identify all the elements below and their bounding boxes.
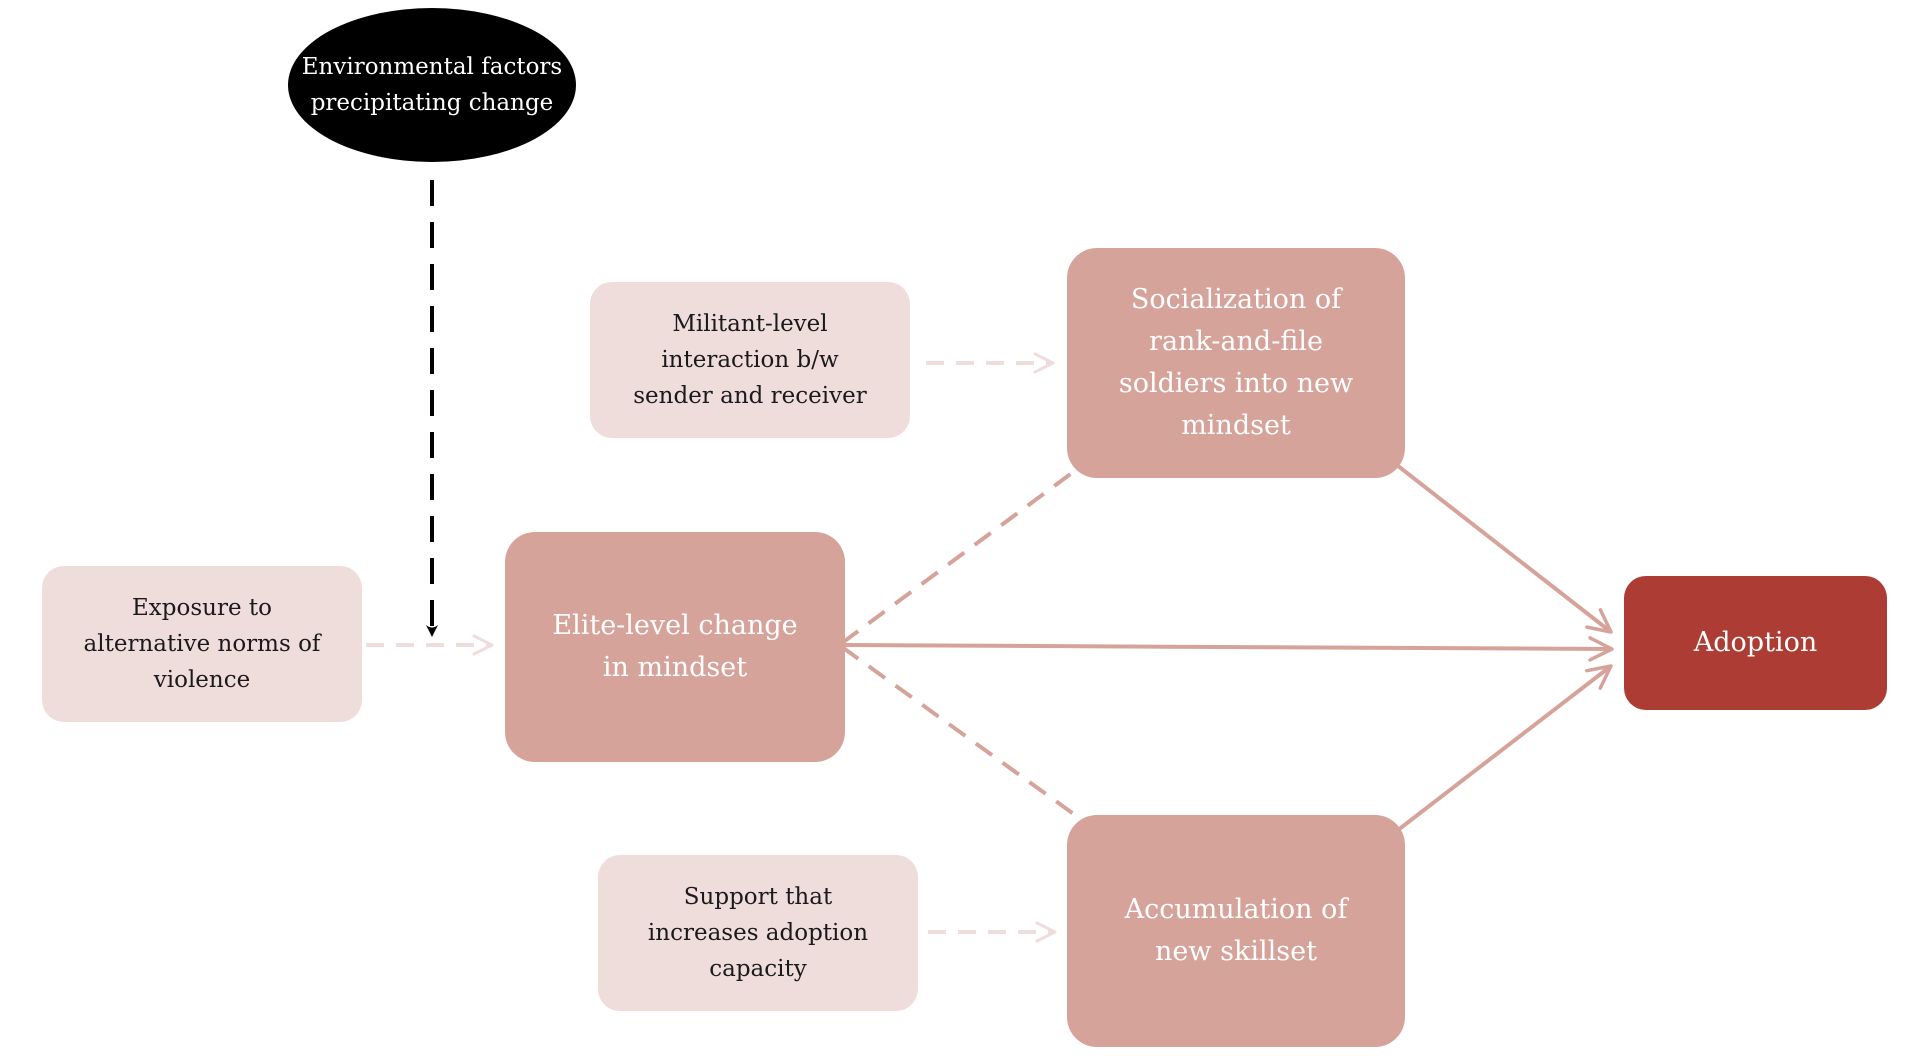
- node-accumulation-skillset: Accumulation of new skillset: [1067, 815, 1405, 1047]
- node-adoption-label: Adoption: [1693, 627, 1818, 658]
- node-support-adoption-capacity-label: Support that increases adoption capacity: [647, 884, 869, 982]
- node-exposure-alternative-norms: Exposure to alternative norms of violenc…: [42, 566, 362, 722]
- node-elite-level-change: Elite-level change in mindset: [505, 532, 845, 762]
- edge-elite-to-adoption: [841, 636, 1614, 662]
- node-socialization: Socialization of rank-and-file soldiers …: [1067, 248, 1405, 478]
- node-militant-level-interaction: Militant-level interaction b/w sender an…: [590, 282, 910, 438]
- node-environmental-factors-label: Environmental factors precipitating chan…: [301, 54, 563, 116]
- node-socialization-label: Socialization of rank-and-file soldiers …: [1118, 284, 1354, 441]
- node-militant-level-interaction-label: Militant-level interaction b/w sender an…: [633, 311, 867, 409]
- edge-socialization-to-adoption: [1396, 464, 1613, 634]
- node-accumulation-skillset-label: Accumulation of new skillset: [1124, 894, 1348, 967]
- node-elite-level-change-label: Elite-level change in mindset: [552, 610, 798, 683]
- node-exposure-alternative-norms-label: Exposure to alternative norms of violenc…: [83, 595, 321, 693]
- node-environmental-factors: Environmental factors precipitating chan…: [288, 8, 576, 162]
- node-adoption: Adoption: [1624, 576, 1887, 710]
- edge-elite-to-socialization: [840, 465, 1082, 645]
- edge-accumulation-to-adoption: [1396, 664, 1613, 832]
- edge-elite-to-accumulation: [840, 645, 1084, 822]
- node-support-adoption-capacity: Support that increases adoption capacity: [598, 855, 918, 1011]
